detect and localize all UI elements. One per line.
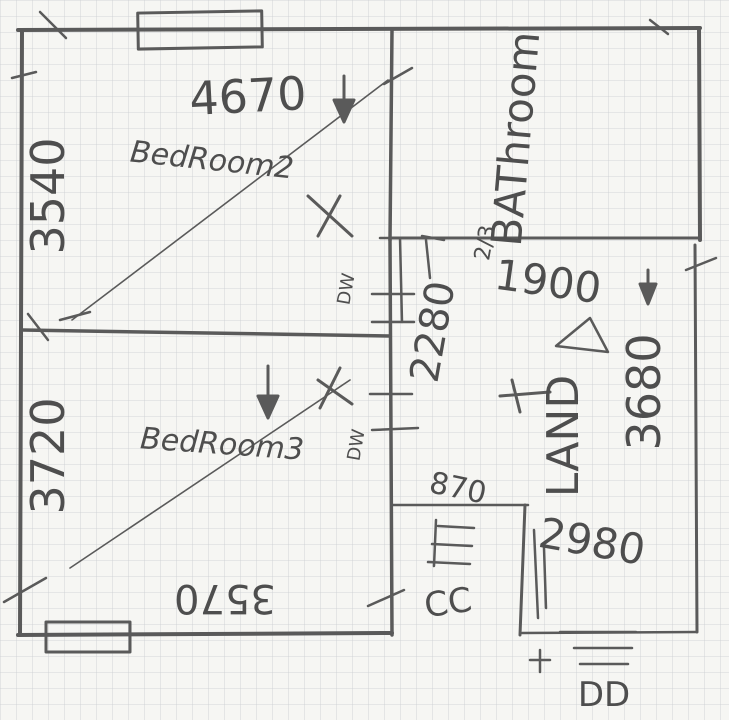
outer-wall-right-upper xyxy=(697,26,702,242)
window-top xyxy=(136,9,264,51)
wall-hall-west xyxy=(388,238,394,637)
wall-bedroom2-east xyxy=(388,28,394,242)
stair-lines xyxy=(532,528,638,666)
room-label-stairs: DD xyxy=(578,675,630,715)
room-label-cupboard: CC xyxy=(422,580,475,626)
wall-cupboard-east xyxy=(518,503,527,637)
bedroom2-diagonal xyxy=(71,79,389,321)
wall-bedroom-divider xyxy=(20,328,392,338)
outer-wall-bottom xyxy=(16,631,394,637)
landing-x-mark xyxy=(498,378,552,414)
dimension-bedroom3-width: 3570 xyxy=(174,575,276,621)
bedroom3-x-mark xyxy=(316,366,354,410)
landing-triangle xyxy=(554,316,610,354)
dimension-landing-length: 3680 xyxy=(617,333,671,450)
room-label-landing: LAND xyxy=(538,375,589,497)
dimension-bedroom3-depth: 3720 xyxy=(21,397,75,514)
outer-wall-right-lower xyxy=(693,243,699,634)
window-bottom xyxy=(44,620,132,654)
tick-marks xyxy=(2,10,718,674)
hall-door-marks xyxy=(368,236,432,432)
direction-arrows xyxy=(256,74,658,420)
bathroom-fraction-mark: 2/3 xyxy=(470,223,501,262)
dimension-bedroom2-depth: 3540 xyxy=(21,137,75,254)
bedroom2-x-mark xyxy=(306,194,354,238)
outer-wall-left xyxy=(18,28,24,637)
cupboard-lines xyxy=(426,518,476,568)
outer-wall-top xyxy=(16,26,702,32)
bedroom3-diagonal xyxy=(69,379,351,569)
dimension-bedroom2-width: 4670 xyxy=(188,66,308,126)
